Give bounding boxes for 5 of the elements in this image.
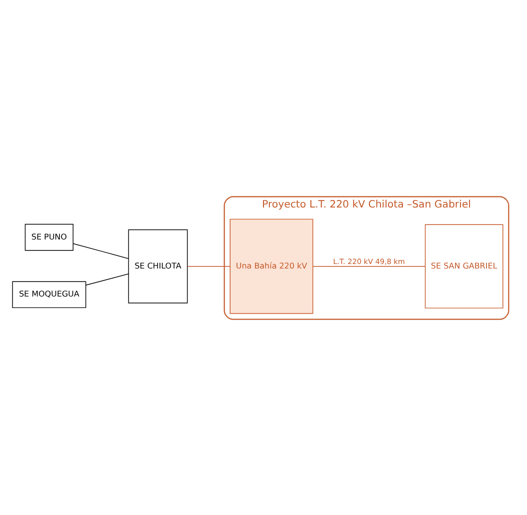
edge-label: L.T. 220 kV 49,8 km bbox=[333, 256, 405, 266]
connector bbox=[187, 265, 230, 266]
connector bbox=[86, 273, 129, 285]
connector bbox=[72, 242, 129, 258]
connector bbox=[312, 265, 426, 266]
